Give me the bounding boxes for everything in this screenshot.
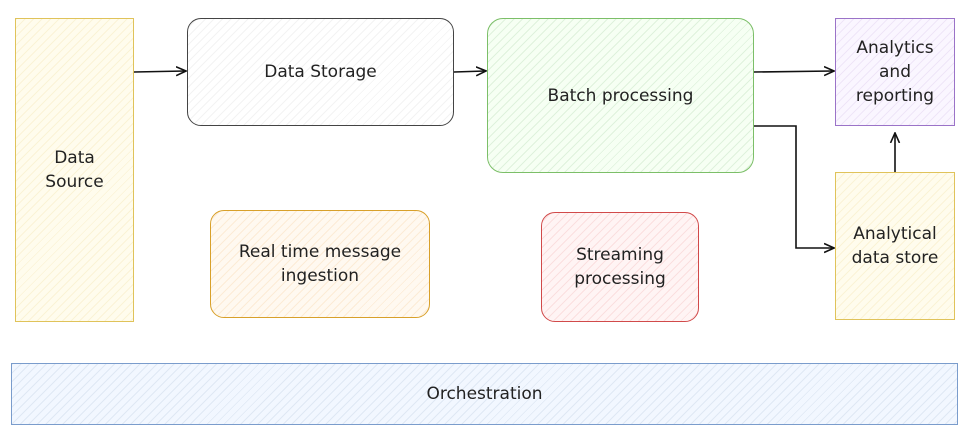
- orchestration-node: Orchestration: [11, 363, 958, 425]
- data-storage-node: Data Storage: [187, 18, 454, 126]
- streaming-processing-label: Streaming processing: [574, 245, 666, 289]
- real-time-ingestion-node: Real time message ingestion: [210, 210, 430, 318]
- streaming-processing-node: Streaming processing: [541, 212, 699, 322]
- real-time-ingestion-label: Real time message ingestion: [238, 242, 402, 286]
- analytics-reporting-node: Analytics and reporting: [835, 18, 955, 126]
- edge-batch-to-analytical-store: [754, 125, 833, 248]
- batch-processing-label: Batch processing: [547, 85, 694, 106]
- data-storage-label: Data Storage: [264, 62, 377, 82]
- data-source-label: Data Source: [45, 148, 104, 192]
- edge-batch-to-analytics: [753, 71, 833, 72]
- orchestration-label: Orchestration: [426, 384, 543, 404]
- edge-storage-to-batch: [453, 71, 485, 72]
- edge-source-to-storage: [133, 71, 185, 72]
- batch-processing-node: Batch processing: [487, 18, 754, 173]
- data-source-node: Data Source: [15, 18, 134, 322]
- analytical-data-store-node: Analytical data store: [835, 172, 955, 320]
- analytical-data-store-label: Analytical data store: [851, 224, 939, 268]
- analytics-reporting-label: Analytics and reporting: [855, 38, 935, 106]
